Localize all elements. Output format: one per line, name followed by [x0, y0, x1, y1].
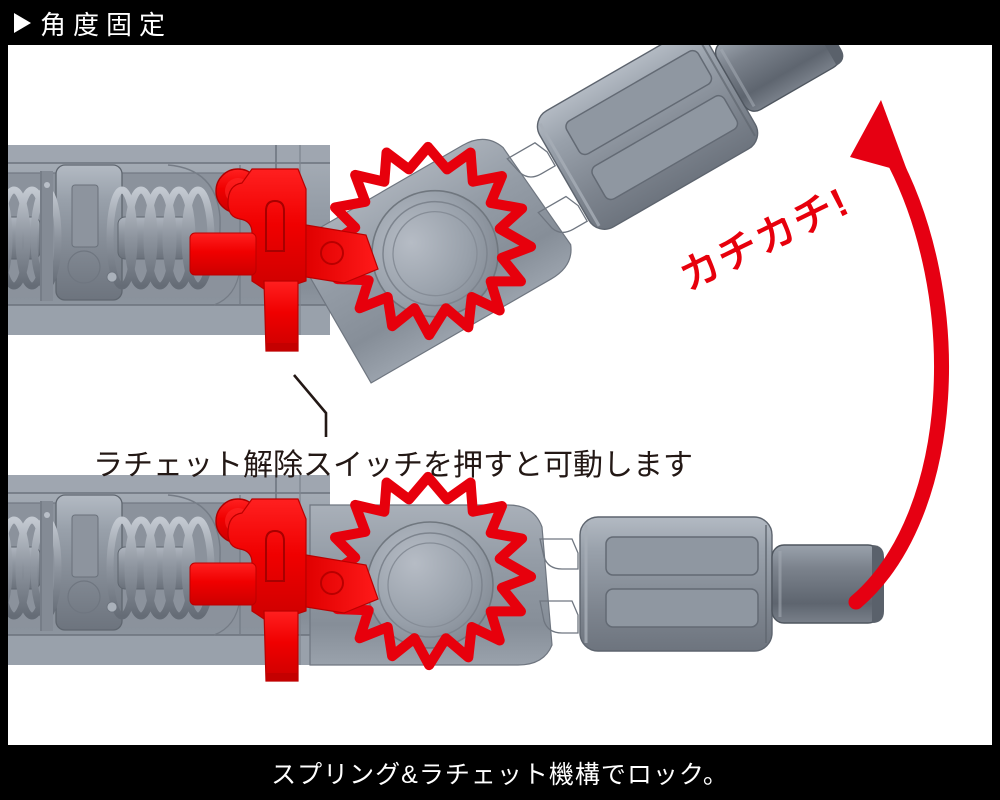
panel-upper — [8, 45, 870, 437]
figure-canvas: カチカチ! ラチェット解除スイッチを押すと可動します — [8, 45, 992, 745]
header-title-group: 角度固定 — [14, 5, 172, 41]
play-triangle-icon — [14, 13, 31, 33]
page-title: 角度固定 — [40, 9, 173, 40]
motion-arrow — [848, 100, 950, 610]
mechanism-illustration — [8, 45, 950, 682]
ratchet-arm-lower — [308, 503, 886, 667]
leader-line-upper — [293, 374, 328, 437]
footer-caption: スプリング&ラチェット機構でロック。 — [271, 760, 729, 789]
mid-caption: ラチェット解除スイッチを押すと可動します — [93, 449, 693, 482]
header-bar: 角度固定 — [0, 0, 1000, 45]
panel-lower — [8, 475, 886, 682]
footer-bar: スプリング&ラチェット機構でロック。 — [0, 745, 1000, 800]
header-shape — [0, 0, 398, 45]
